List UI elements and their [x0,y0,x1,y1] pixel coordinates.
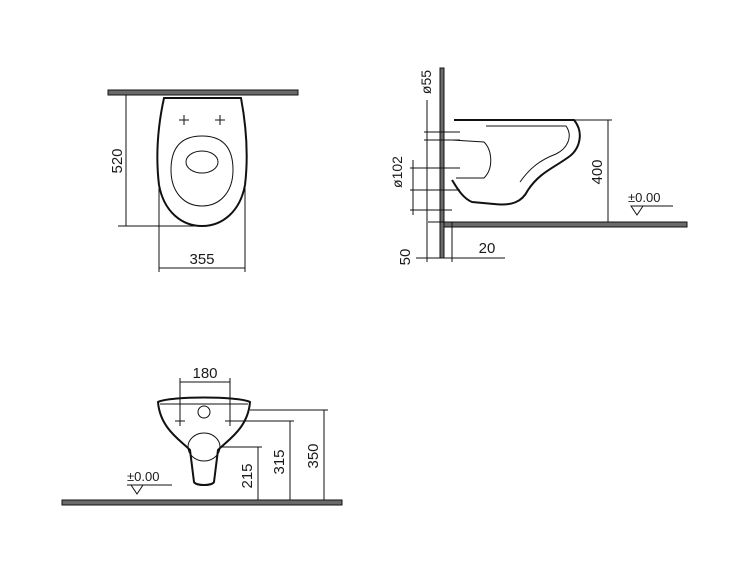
top-view-width-label: 355 [189,251,214,268]
side-view-level-label: ±0.00 [628,190,660,205]
front-view-level-icon [130,484,144,495]
side-view-height-label: 400 [589,159,606,184]
front-view-h-mid-label: 315 [271,449,288,474]
top-view-bowl-opening [185,150,219,174]
front-view-fixing-cross-right [225,416,235,426]
side-view-wall [439,67,445,259]
side-view: ø55 ø102 50 20 400 ±0.00 [389,67,688,266]
front-view-spacing-label: 180 [192,365,217,382]
side-view-wall-offset-label: 20 [479,240,496,257]
top-view-bowl-outline [156,97,248,228]
top-view-wall [107,89,299,96]
side-view-rim-inner [486,125,570,183]
front-view-bowl-outline [156,396,252,486]
front-view-level-label: ±0.00 [127,469,159,484]
side-view-pipe-small-label: ø55 [418,70,434,94]
top-view-seat-ring [170,135,234,207]
side-view-floor [443,221,688,228]
front-view: 180 215 315 350 ±0.00 [61,365,343,506]
front-view-floor [61,499,343,506]
top-view-fixing-cross-left [179,115,189,125]
front-view-water-inlet [197,405,211,419]
side-view-pipe-lines [410,131,460,223]
side-view-floor-offset-label: 50 [397,249,414,266]
top-view: 520 355 [107,89,299,272]
side-view-outlet [451,139,492,179]
front-view-fixing-cross-left [175,416,185,426]
front-view-h-high-label: 350 [305,443,322,468]
top-view-depth-label: 520 [109,148,126,173]
front-view-h-low-label: 215 [239,463,256,488]
side-view-bowl-outline [451,119,581,206]
top-view-fixing-cross-right [215,115,225,125]
side-view-pipe-large-label: ø102 [389,156,405,188]
front-view-outlet-ring [187,432,221,462]
side-view-level-icon [630,205,644,216]
